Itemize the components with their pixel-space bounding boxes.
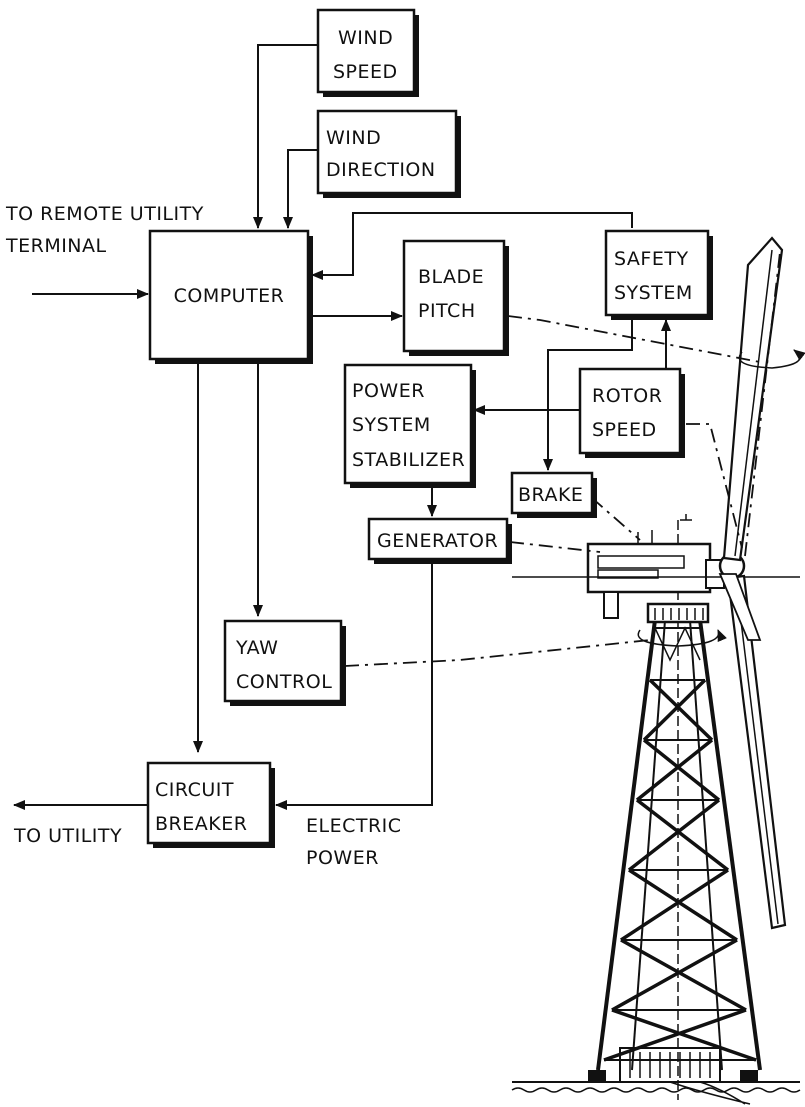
computer-block: COMPUTER [148, 229, 313, 364]
generator-label: GENERATOR [377, 530, 498, 552]
wind-turbine-illustration [511, 236, 805, 1105]
electric-power-label-2: POWER [306, 847, 379, 869]
link-blade-pitch-to-rotor [507, 315, 761, 363]
electric-power-label-1: ELECTRIC [306, 815, 402, 837]
remote-terminal-label-2: TERMINAL [5, 235, 107, 257]
to-utility-label: TO UTILITY [13, 825, 122, 847]
wire-wind-speed-to-computer [253, 44, 318, 229]
yaw-control-label-2: CONTROL [236, 671, 332, 693]
wind-direction-label-2: DIRECTION [326, 159, 436, 181]
wind-speed-block: WIND SPEED [316, 8, 419, 97]
blade-pitch-label-1: BLADE [418, 266, 484, 288]
foundation-house [588, 1047, 758, 1105]
wire-safety-to-computer [311, 212, 633, 280]
brake-label: BRAKE [518, 484, 583, 506]
yaw-rotation-arrow [637, 629, 727, 647]
link-yaw-to-tower [344, 639, 651, 667]
lattice-tower [596, 520, 762, 1100]
brake-block: BRAKE [510, 471, 597, 518]
wire-generator-to-circuit-breaker [275, 564, 433, 810]
circuit-breaker-label-1: CIRCUIT [155, 779, 234, 801]
yaw-control-block: YAW CONTROL [223, 619, 346, 706]
rotor-speed-label-1: ROTOR [592, 385, 662, 407]
power-system-stabilizer-block: POWER SYSTEM STABILIZER [343, 363, 476, 488]
rotor-speed-block: ROTOR SPEED [578, 367, 685, 458]
connections [13, 44, 761, 810]
wind-speed-label-2: SPEED [333, 61, 398, 83]
stabilizer-label-1: POWER [352, 380, 425, 402]
rotor-blades [718, 236, 787, 930]
circuit-breaker-block: CIRCUIT BREAKER [146, 761, 275, 848]
computer-label: COMPUTER [174, 285, 285, 307]
wind-direction-label-1: WIND [326, 127, 381, 149]
yaw-control-label-1: YAW [235, 637, 278, 659]
safety-system-label-1: SAFETY [614, 248, 689, 270]
stabilizer-label-3: STABILIZER [352, 449, 465, 471]
blade-pitch-block: BLADE PITCH [402, 239, 509, 356]
link-brake-to-nacelle [591, 497, 641, 541]
wire-wind-direction-to-computer [283, 149, 318, 229]
circuit-breaker-label-2: BREAKER [155, 813, 247, 835]
generator-block: GENERATOR [367, 517, 512, 564]
remote-terminal-label-1: TO REMOTE UTILITY [5, 203, 204, 225]
wind-speed-label-1: WIND [338, 27, 393, 49]
safety-system-block: SAFETY SYSTEM [604, 229, 713, 320]
pitch-rotation-arrow [738, 349, 805, 369]
rotor-speed-label-2: SPEED [592, 419, 657, 441]
safety-system-label-2: SYSTEM [614, 282, 693, 304]
blade-pitch-label-2: PITCH [418, 300, 476, 322]
wind-direction-block: WIND DIRECTION [316, 109, 461, 198]
stabilizer-label-2: SYSTEM [352, 414, 431, 436]
nacelle [512, 514, 800, 619]
link-generator-to-nacelle [509, 541, 601, 553]
ground-line [511, 1081, 801, 1093]
link-rotor-speed-to-hub [686, 423, 743, 549]
